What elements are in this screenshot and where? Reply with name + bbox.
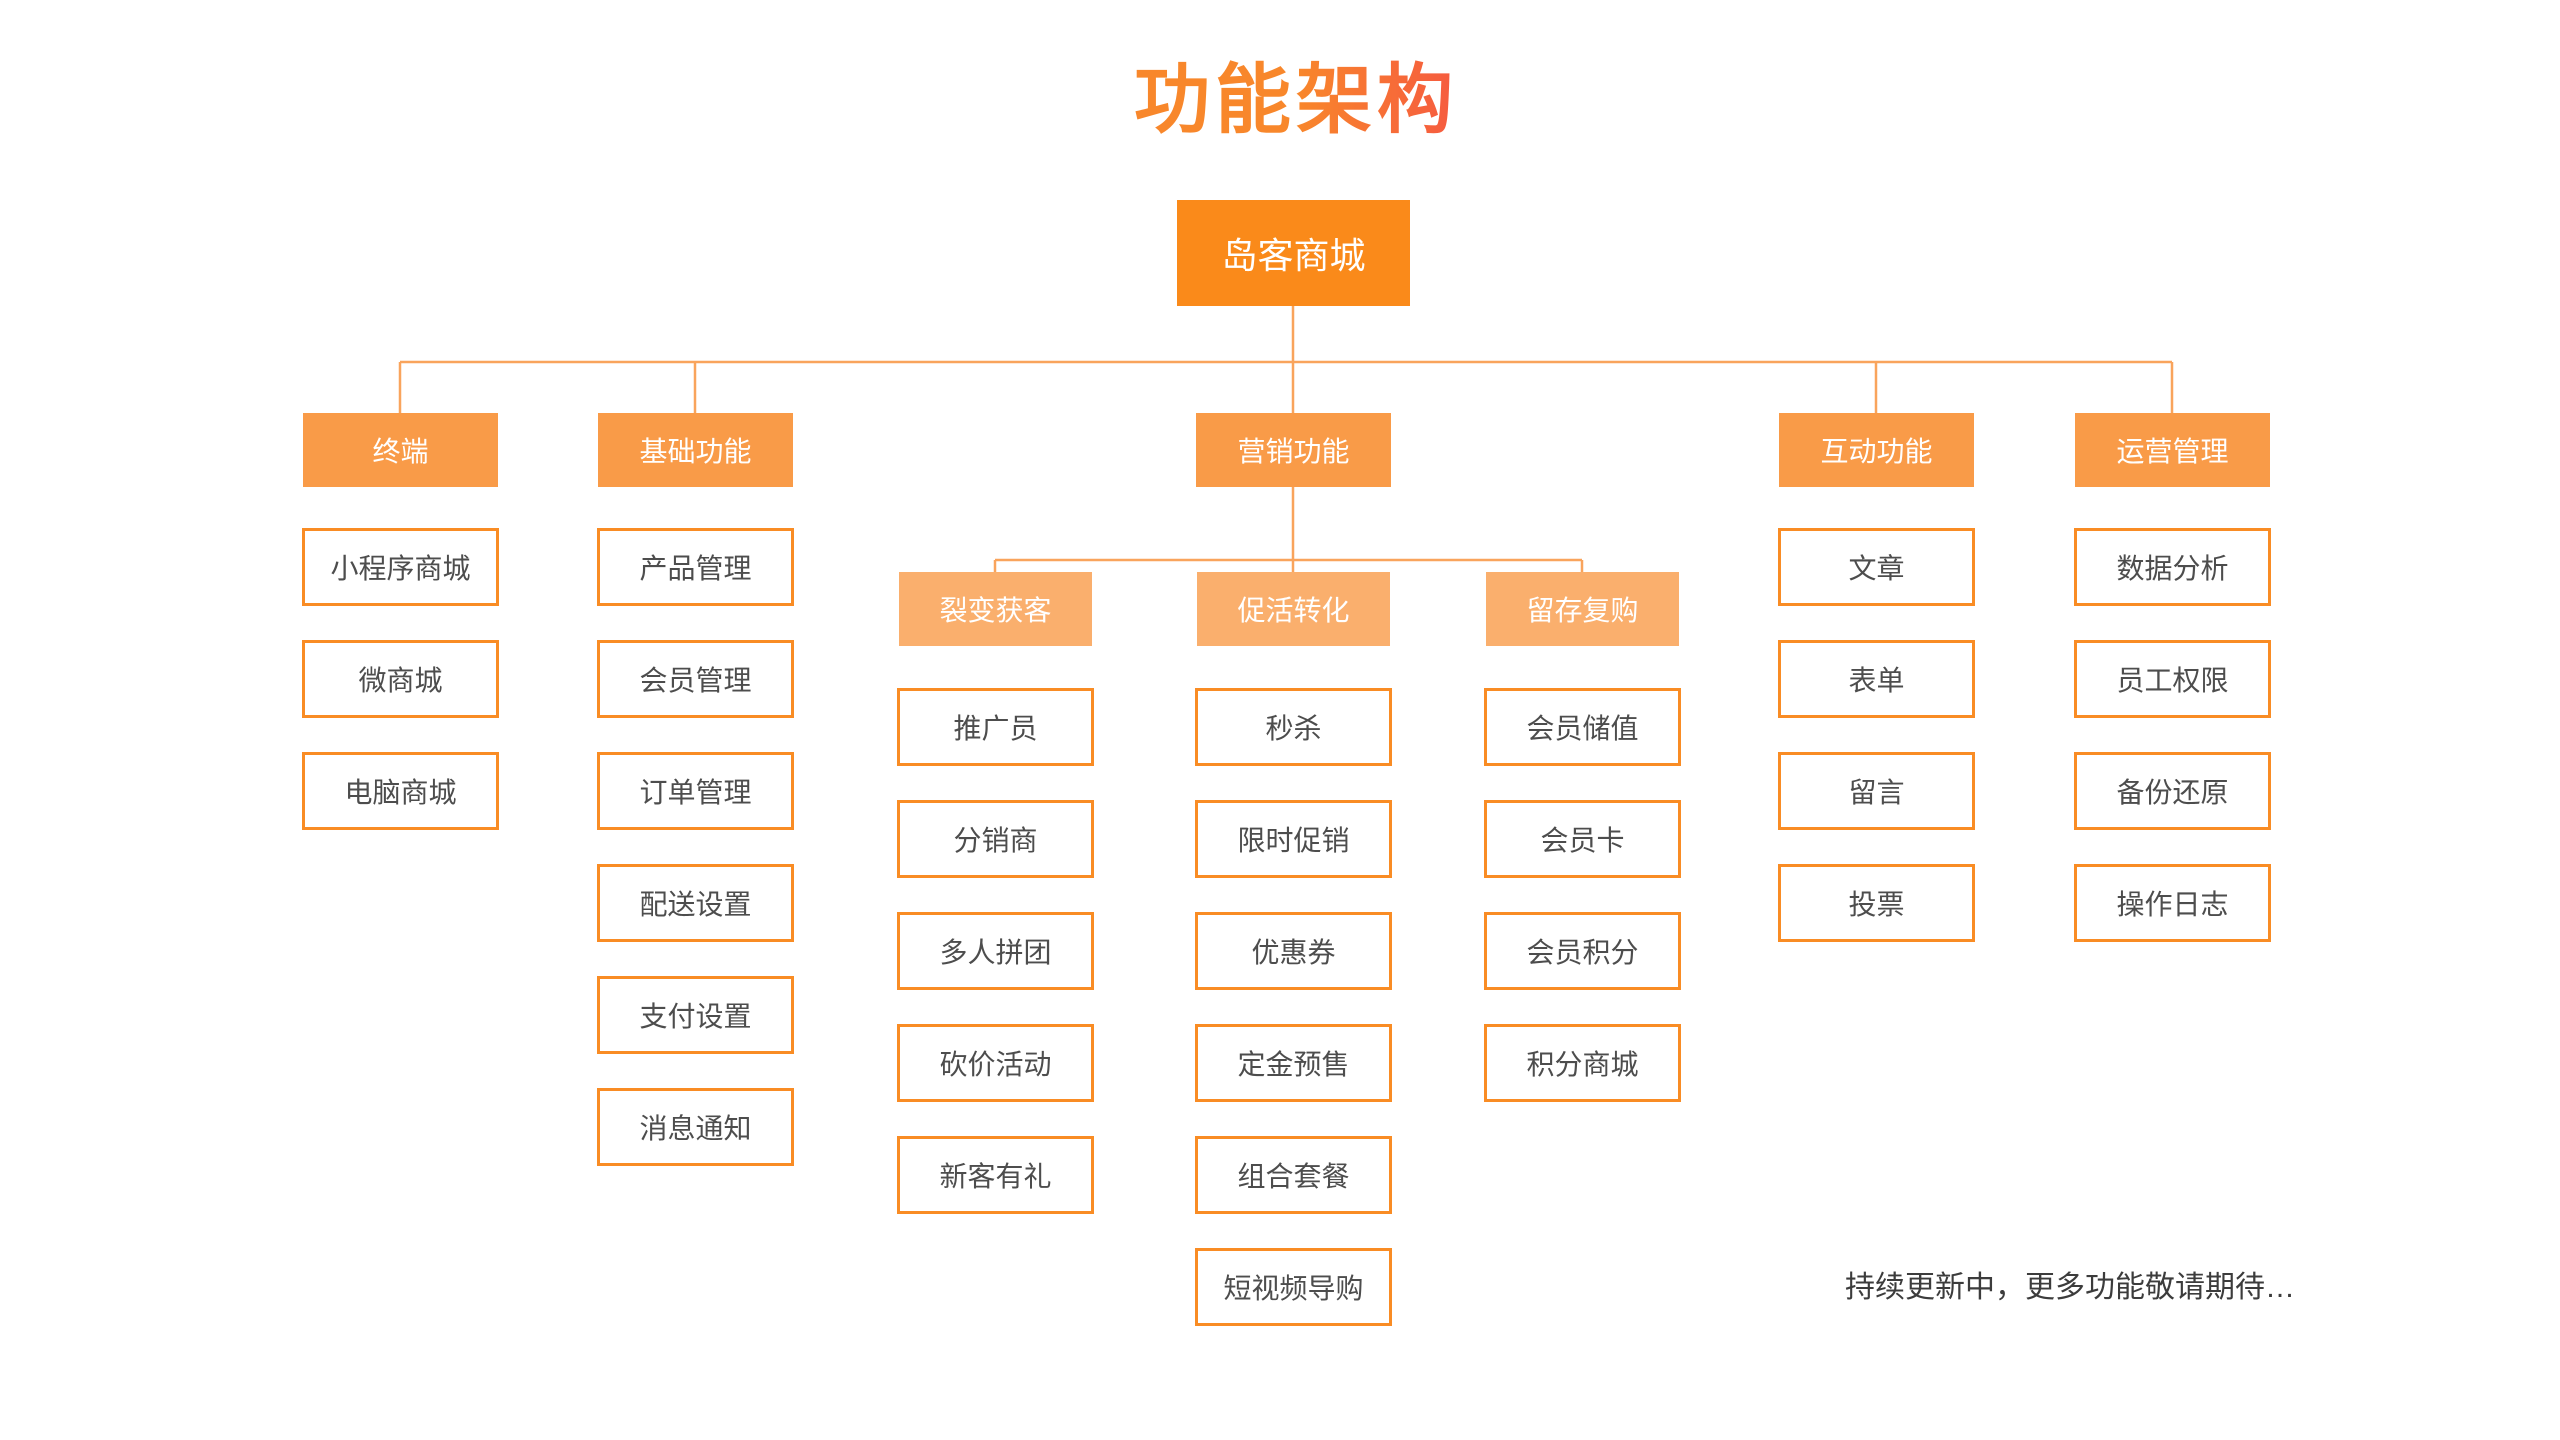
root-node: 岛客商城 <box>1177 200 1410 306</box>
leaf-node-messages: 留言 <box>1778 752 1975 830</box>
leaf-node-deposit-presale: 定金预售 <box>1195 1024 1392 1102</box>
leaf-node-employee-permissions: 员工权限 <box>2074 640 2271 718</box>
leaf-node-bargain-activity: 砍价活动 <box>897 1024 1094 1102</box>
operations-column: 数据分析 员工权限 备份还原 操作日志 <box>2074 528 2271 942</box>
interactive-column: 文章 表单 留言 投票 <box>1778 528 1975 942</box>
leaf-node-member-stored-value: 会员储值 <box>1484 688 1681 766</box>
leaf-node-member-points: 会员积分 <box>1484 912 1681 990</box>
leaf-node-pc-mall: 电脑商城 <box>302 752 499 830</box>
leaf-node-new-customer-gift: 新客有礼 <box>897 1136 1094 1214</box>
leaf-node-coupon: 优惠券 <box>1195 912 1392 990</box>
leaf-node-short-video-guide: 短视频导购 <box>1195 1248 1392 1326</box>
leaf-node-delivery-settings: 配送设置 <box>597 864 794 942</box>
basic-functions-column: 产品管理 会员管理 订单管理 配送设置 支付设置 消息通知 <box>597 528 794 1166</box>
leaf-node-combo-package: 组合套餐 <box>1195 1136 1392 1214</box>
diagram-title: 功能架构 <box>1134 38 1458 148</box>
leaf-node-group-buying: 多人拼团 <box>897 912 1094 990</box>
leaf-node-distributor: 分销商 <box>897 800 1094 878</box>
leaf-node-data-analysis: 数据分析 <box>2074 528 2271 606</box>
group-node-activation-conversion: 促活转化 <box>1197 572 1390 646</box>
group-node-fission-acquisition: 裂变获客 <box>899 572 1092 646</box>
leaf-node-member-card: 会员卡 <box>1484 800 1681 878</box>
leaf-node-forms: 表单 <box>1778 640 1975 718</box>
leaf-node-message-notification: 消息通知 <box>597 1088 794 1166</box>
branch-node-terminal: 终端 <box>303 413 498 487</box>
activation-conversion-column: 秒杀 限时促销 优惠券 定金预售 组合套餐 短视频导购 <box>1195 688 1392 1326</box>
leaf-node-backup-restore: 备份还原 <box>2074 752 2271 830</box>
branch-node-interactive: 互动功能 <box>1779 413 1974 487</box>
group-node-retention-repurchase: 留存复购 <box>1486 572 1679 646</box>
terminal-column: 小程序商城 微商城 电脑商城 <box>302 528 499 830</box>
leaf-node-limited-time-promotion: 限时促销 <box>1195 800 1392 878</box>
branch-node-basic-functions: 基础功能 <box>598 413 793 487</box>
leaf-node-payment-settings: 支付设置 <box>597 976 794 1054</box>
leaf-node-articles: 文章 <box>1778 528 1975 606</box>
retention-repurchase-column: 会员储值 会员卡 会员积分 积分商城 <box>1484 688 1681 1102</box>
leaf-node-points-mall: 积分商城 <box>1484 1024 1681 1102</box>
leaf-node-product-management: 产品管理 <box>597 528 794 606</box>
leaf-node-flash-sale: 秒杀 <box>1195 688 1392 766</box>
leaf-node-promoter: 推广员 <box>897 688 1094 766</box>
leaf-node-order-management: 订单管理 <box>597 752 794 830</box>
leaf-node-operation-logs: 操作日志 <box>2074 864 2271 942</box>
leaf-node-voting: 投票 <box>1778 864 1975 942</box>
footer-note: 持续更新中，更多功能敬请期待… <box>1845 1271 2295 1304</box>
leaf-node-mini-program-mall: 小程序商城 <box>302 528 499 606</box>
leaf-node-member-management: 会员管理 <box>597 640 794 718</box>
branch-node-marketing: 营销功能 <box>1196 413 1391 487</box>
fission-acquisition-column: 推广员 分销商 多人拼团 砍价活动 新客有礼 <box>897 688 1094 1214</box>
leaf-node-micro-mall: 微商城 <box>302 640 499 718</box>
branch-node-operations: 运营管理 <box>2075 413 2270 487</box>
